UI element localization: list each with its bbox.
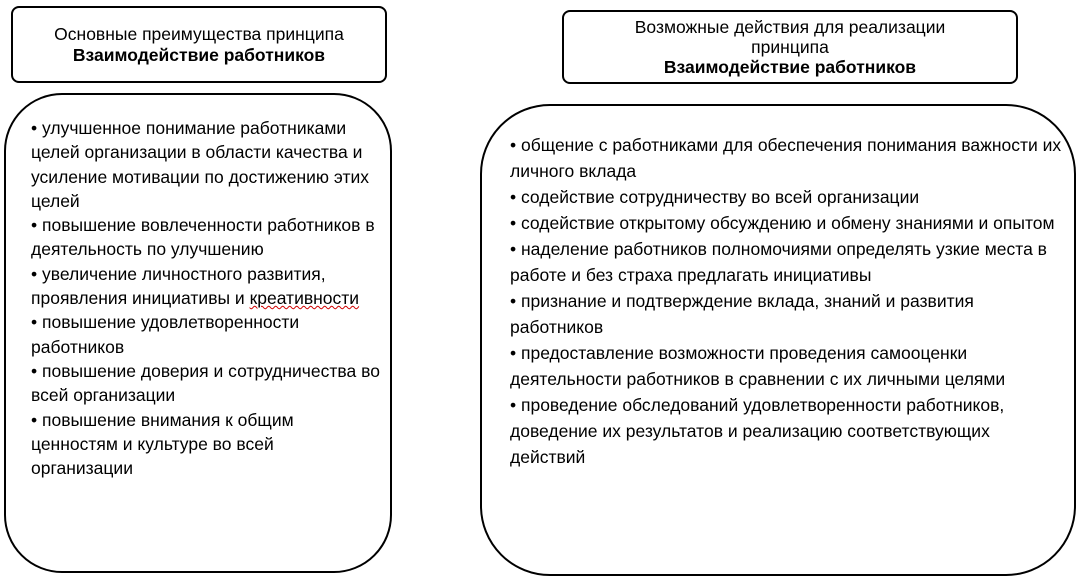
- benefits-list-box: • улучшенное понимание работниками целей…: [4, 93, 392, 573]
- actions-header-title-cont: принципа: [751, 37, 829, 57]
- action-item-1: • общение с работниками для обеспечения …: [510, 135, 1062, 181]
- benefits-header-title: Основные преимущества принципа: [54, 23, 344, 44]
- benefit-item-3-text: • увеличение личностного развития, прояв…: [31, 263, 326, 309]
- benefit-item-2: • повышение вовлеченности работников в д…: [31, 215, 375, 260]
- action-item-3: • содействие открытому обсуждению и обме…: [510, 213, 1055, 233]
- action-item-4: • наделение работников полномочиями опре…: [510, 239, 1047, 285]
- benefit-item-1: • улучшенное понимание работниками целей…: [31, 118, 370, 211]
- action-item-7: • проведение обследований удовлетворенно…: [510, 395, 1005, 467]
- actions-header-box: Возможные действия для реализации принци…: [562, 10, 1018, 84]
- actions-header-title: Возможные действия для реализации: [634, 17, 946, 37]
- actions-header-subtitle: Взаимодействие работников: [663, 57, 917, 77]
- benefit-item-5: • повышение доверия и сотрудничества во …: [31, 360, 380, 406]
- actions-list-box: • общение с работниками для обеспечения …: [480, 104, 1076, 576]
- benefit-item-6: • повышение внимания к общим ценностям и…: [31, 409, 294, 479]
- action-item-2: • содействие сотрудничеству во всей орга…: [510, 187, 920, 207]
- benefit-item-3-last-word: креативности: [249, 288, 360, 309]
- benefit-item-3: • увеличение личностного развития, прояв…: [31, 262, 380, 311]
- benefits-header-box: Основные преимущества принципа Взаимодей…: [11, 6, 387, 83]
- action-item-6: • предоставление возможности проведения …: [510, 343, 1006, 389]
- benefits-header-subtitle: Взаимодействие работников: [72, 44, 326, 65]
- action-item-5: • признание и подтверждение вклада, знан…: [510, 291, 974, 337]
- benefit-item-4: • повышение удовлетворенности работников: [31, 312, 300, 357]
